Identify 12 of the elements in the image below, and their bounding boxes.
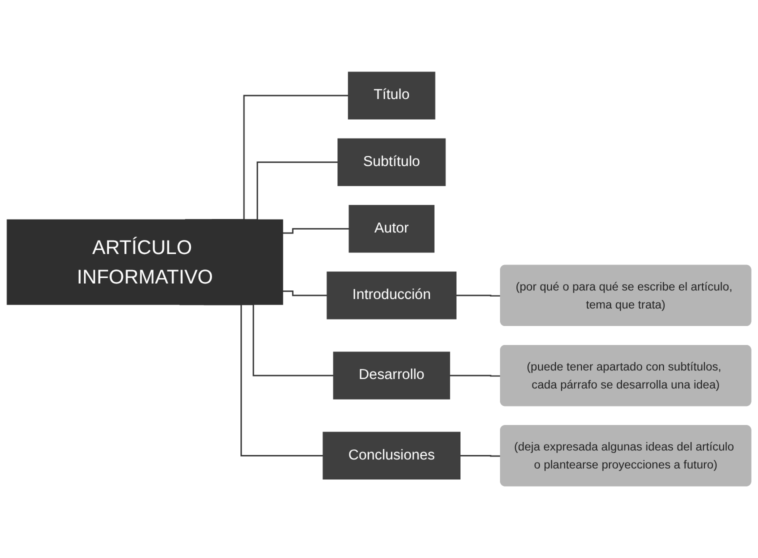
node-box: Autor	[348, 204, 434, 253]
node-box: ARTÍCULO INFORMATIVO	[6, 219, 284, 305]
node-box: Desarrollo	[333, 352, 450, 400]
node-box: Introducción	[326, 272, 456, 320]
connector	[456, 294, 501, 297]
node-box: Título	[348, 72, 436, 120]
connector	[450, 374, 501, 377]
connector	[460, 454, 501, 457]
node-box: Conclusiones	[322, 432, 460, 480]
node-box: Subtítulo	[338, 138, 446, 186]
connector	[282, 228, 350, 234]
connector	[282, 290, 328, 296]
